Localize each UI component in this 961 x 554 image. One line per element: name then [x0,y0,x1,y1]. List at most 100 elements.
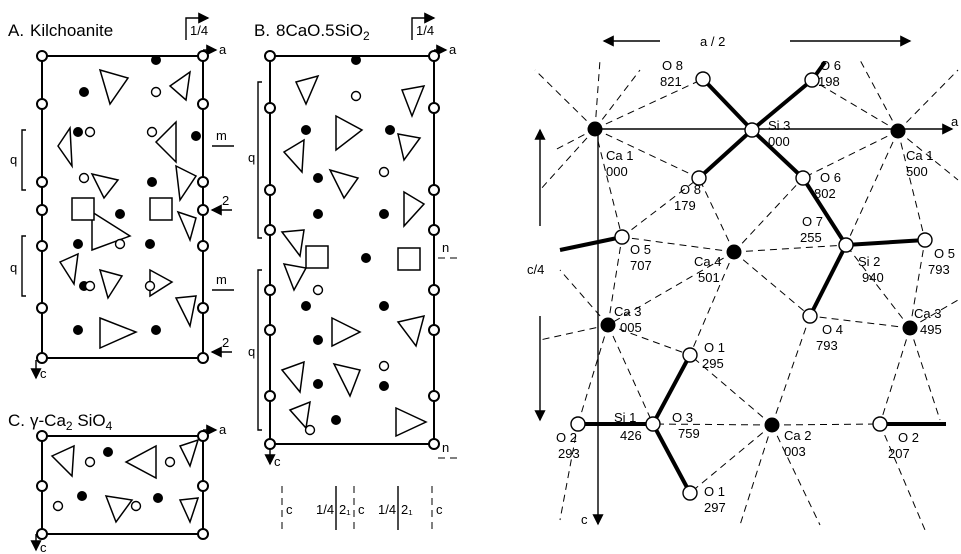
svg-text:2₁: 2₁ [339,502,351,517]
panel-a-q-bracket-1 [21,129,26,191]
panel-a-screw-label: 1/4 [190,23,208,38]
svg-text:q: q [10,152,17,167]
svg-text:179: 179 [674,198,696,213]
panel-a-mirror-2: m [212,272,234,291]
svg-text:500: 500 [906,164,928,179]
detail-ca-atoms [587,121,918,433]
panel-c-c-axis: c [30,534,47,554]
atom-label-o5-793: O 5 [934,246,955,261]
svg-text:c: c [581,512,588,527]
atom-label-ca1-000: Ca 1 [606,148,633,163]
svg-text:297: 297 [704,500,726,515]
panel-b-open-atoms [264,50,440,450]
detail-coordination-lines [534,59,959,531]
atom-label-o5-707: O 5 [630,242,651,257]
panel-b-8cao-5sio2: B. 8CaO.5SiO2 1/4 a c q q n n [248,12,458,530]
atom-label-o2-207: O 2 [898,430,919,445]
panel-a-twofold-2: 2 [210,335,232,358]
svg-text:1/4: 1/4 [316,502,334,517]
svg-text:q: q [248,150,255,165]
svg-text:940: 940 [862,270,884,285]
panel-b-q-bracket-2 [257,269,262,431]
atom-label-ca3-495: Ca 3 [914,306,941,321]
detail-atom-labels: O 8 821 O 6 198 Si 3 000 Ca 1 000 Ca 1 5… [556,58,955,515]
panel-c-a-axis: a [203,422,227,437]
panel-b-title: 8CaO.5SiO2 [276,21,370,43]
atom-label-ca4-501: Ca 4 [694,254,721,269]
panel-b-screw-label: 1/4 [416,23,434,38]
atom-label-o6-802: O 6 [820,170,841,185]
panel-a-screw-symbol: 1/4 [185,12,210,40]
panel-c-ca-atoms [77,447,163,503]
svg-text:m: m [216,128,227,143]
panel-b-q-bracket-1 [257,81,262,239]
detail-structure-diagram: a / 2 c/4 a c [527,34,959,531]
atom-label-si3-000: Si 3 [768,118,790,133]
atom-label-o8-821: O 8 [662,58,683,73]
svg-text:c: c [274,454,281,469]
svg-text:c/4: c/4 [527,262,544,277]
svg-text:793: 793 [928,262,950,277]
panel-b-glide-n-1: n [438,240,458,259]
svg-text:003: 003 [784,444,806,459]
svg-text:c: c [436,502,443,517]
svg-text:a: a [219,42,227,57]
atom-label-o1-295: O 1 [704,340,725,355]
svg-text:2: 2 [222,193,229,208]
detail-c-quarter-dimension: c/4 [527,128,546,422]
panel-a-cell [41,55,204,359]
svg-text:495: 495 [920,322,942,337]
atom-label-si1-426: Si 1 [614,410,636,425]
panel-c-title: γ-Ca2 SiO4 [30,411,113,433]
svg-text:1/4: 1/4 [378,502,396,517]
svg-text:793: 793 [816,338,838,353]
panel-a-ca-atoms [73,55,201,335]
atom-label-si2-940: Si 2 [858,254,880,269]
atom-label-ca2-003: Ca 2 [784,428,811,443]
svg-text:a: a [219,422,227,437]
panel-b-tetrahedra [280,74,428,438]
panel-b-a-axis: a [434,42,457,57]
panel-c-open-atoms [36,430,209,540]
panel-b-letter: B. [254,21,270,40]
panel-c-gamma-ca2sio4: C. γ-Ca2 SiO4 a c [8,411,227,554]
panel-a-tetrahedra [57,68,198,350]
panel-a-c-axis: c [30,360,47,381]
atom-label-ca3-005: Ca 3 [614,304,641,319]
svg-text:a / 2: a / 2 [700,34,725,49]
atom-label-o4-793: O 4 [822,322,843,337]
detail-si-o-atoms [570,71,933,501]
atom-label-ca1-500: Ca 1 [906,148,933,163]
panel-a-q-bracket-2 [21,235,26,297]
svg-text:c: c [286,502,293,517]
svg-text:501: 501 [698,270,720,285]
atom-label-o2-293: O 2 [556,430,577,445]
detail-a-half-dimension: a / 2 [602,34,912,49]
svg-text:n: n [442,240,449,255]
svg-text:207: 207 [888,446,910,461]
atom-label-o1-297: O 1 [704,484,725,499]
svg-text:821: 821 [660,74,682,89]
panel-a-letter: A. [8,21,24,40]
svg-text:802: 802 [814,186,836,201]
atom-label-o6-198: O 6 [820,58,841,73]
svg-text:2₁: 2₁ [401,502,413,517]
panel-b-bottom-symbols: c 1/4 2₁ c 1/4 2₁ c [281,486,443,530]
panel-a-kilchoanite: A. Kilchoanite 1/4 a c q q m 2 m 2 [8,12,234,381]
svg-text:005: 005 [620,320,642,335]
svg-text:293: 293 [558,446,580,461]
panel-b-ca-atoms [301,55,395,425]
panel-a-twofold-1: 2 [210,193,232,216]
panel-a-a-axis: a [203,42,227,57]
panel-a-title: Kilchoanite [30,21,113,40]
svg-text:2: 2 [222,335,229,350]
svg-text:198: 198 [818,74,840,89]
svg-text:255: 255 [800,230,822,245]
panel-c-letter: C. [8,411,25,430]
svg-text:c: c [40,540,47,554]
svg-text:707: 707 [630,258,652,273]
atom-label-o7-255: O 7 [802,214,823,229]
svg-text:a: a [951,114,959,129]
svg-text:n: n [442,440,449,455]
